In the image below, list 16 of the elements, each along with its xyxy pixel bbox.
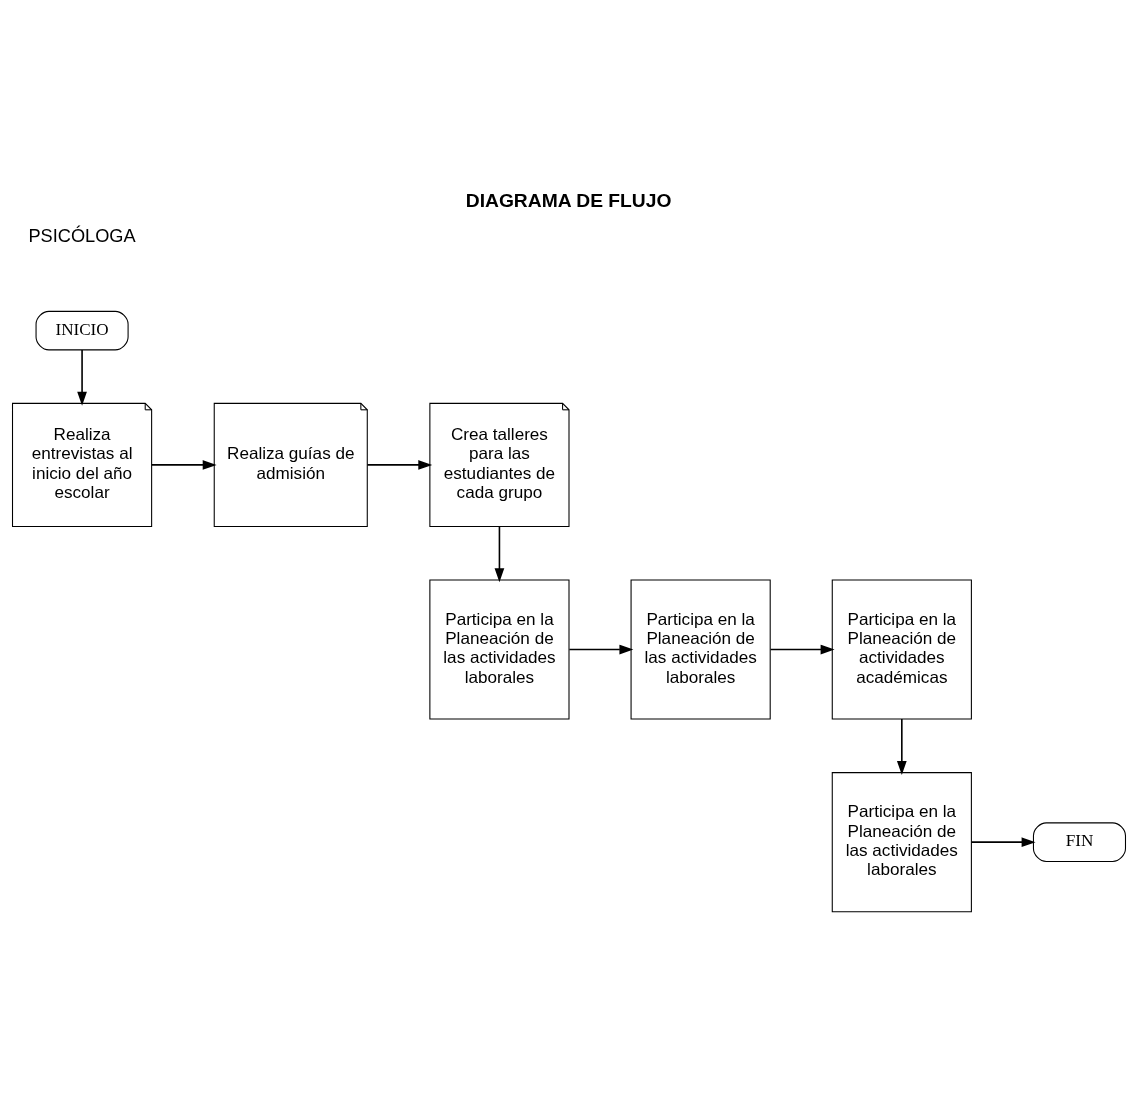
arrow — [77, 349, 87, 406]
node-box: Participa en la Planeación de las actividades laborales — [630, 579, 771, 720]
node-box: Participa en la Planeación de las actividades laborales — [429, 579, 570, 720]
node-box: INICIO — [35, 310, 129, 351]
label: PSICÓLOGA — [28, 226, 136, 247]
arrow — [150, 460, 217, 470]
node-box: Participa en la Planeación de actividades académicas — [831, 579, 972, 720]
diagram-title: DIAGRAMA DE FLUJO — [465, 189, 672, 211]
arrow — [896, 718, 907, 775]
arrow — [366, 460, 433, 470]
arrow — [494, 525, 505, 583]
arrow — [568, 644, 634, 655]
arrow — [970, 837, 1036, 848]
arrow — [769, 644, 835, 655]
node-box: Participa en la Planeación de las actividades laborales — [831, 772, 972, 913]
node-box: FIN — [1032, 822, 1127, 862]
